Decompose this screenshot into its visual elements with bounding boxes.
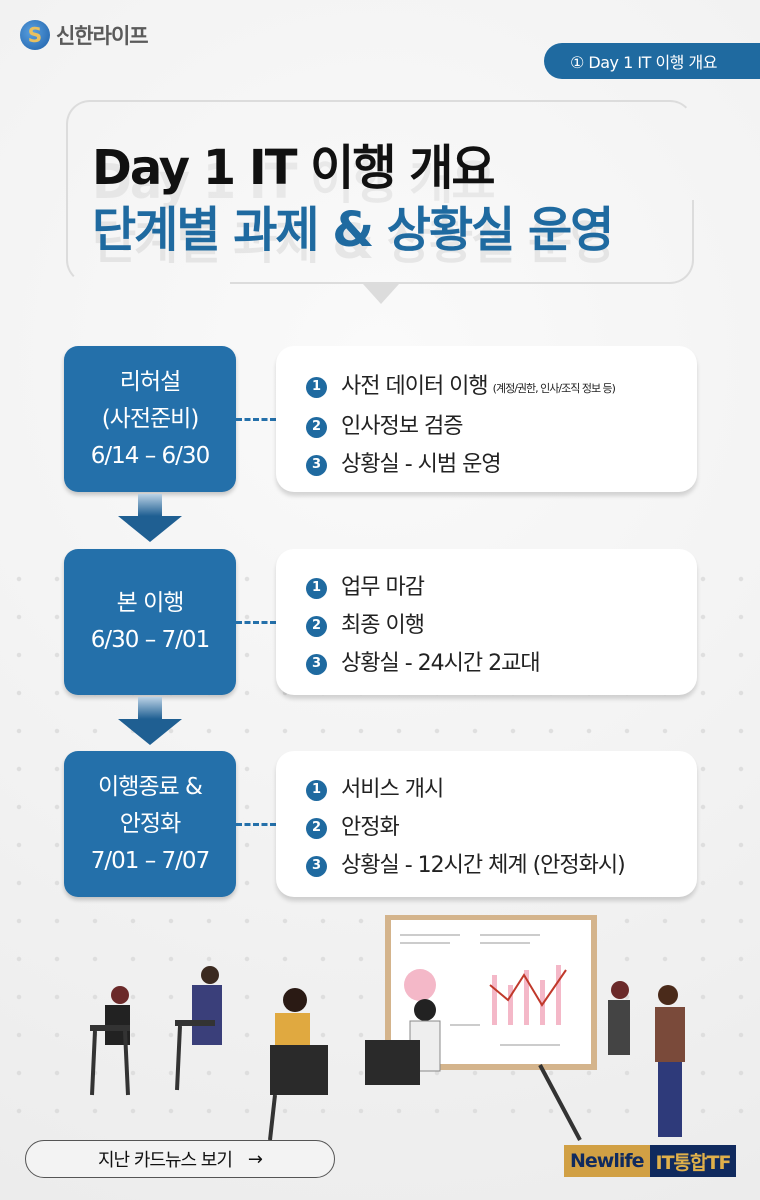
stage-label: 리허설 (119, 368, 181, 395)
page-subtitle: 단계별 과제 & 상황실 운영 (92, 202, 614, 258)
stage-label: 이행종료 & (98, 773, 203, 800)
connector (236, 418, 276, 421)
task-text: 최종 이행 (341, 613, 425, 638)
task-text: 안정화 (341, 815, 400, 840)
task-card: 1 서비스 개시 2 안정화 3 상황실 - 12시간 체계 (안정화시) (276, 751, 697, 897)
frame-pointer (363, 284, 399, 304)
task-item: 2 최종 이행 (306, 607, 697, 645)
page-title: Day 1 IT 이행 개요 (92, 140, 496, 196)
tf-logo-it: IT통합TF (649, 1145, 737, 1177)
task-text: 상황실 - 12시간 체계 (안정화시) (341, 853, 626, 878)
section-badge: ① Day 1 IT 이행 개요 (544, 43, 760, 79)
arrow-right-icon: → (247, 1148, 263, 1170)
tf-logo-newlife: Newlife (564, 1145, 650, 1177)
meeting-illustration (90, 915, 685, 1141)
task-card: 1 사전 데이터 이행(계정/권한, 인사/조직 정보 등) 2 인사정보 검증 3… (276, 346, 697, 492)
stage-label: (사전준비) (101, 405, 200, 432)
task-item: 1 업무 마감 (306, 569, 697, 607)
task-item: 3 상황실 - 24시간 2교대 (306, 645, 697, 683)
down-arrow-icon (118, 494, 182, 542)
title-frame (66, 100, 694, 284)
stage-dates: 6/14 – 6/30 (90, 442, 210, 469)
task-item: 3 상황실 - 시범 운영 (306, 446, 697, 484)
title-frame (230, 200, 694, 284)
newlife-it-tf-logo: Newlife IT통합TF (564, 1145, 737, 1177)
stage-rehearsal: 리허설 (사전준비) 6/14 – 6/30 (64, 346, 236, 492)
number-badge: 3 (306, 855, 327, 877)
stage-label: 안정화 (119, 810, 181, 837)
stage-dates: 7/01 – 7/07 (90, 847, 210, 874)
number-badge: 2 (306, 615, 327, 637)
task-item: 1 사전 데이터 이행(계정/권한, 인사/조직 정보 등) (306, 366, 697, 408)
task-text: 인사정보 검증 (341, 414, 463, 439)
task-item: 3 상황실 - 12시간 체계 (안정화시) (306, 847, 697, 885)
down-arrow-icon (118, 697, 182, 745)
back-label: 지난 카드뉴스 보기 (97, 1150, 233, 1171)
task-item: 1 서비스 개시 (306, 771, 697, 809)
task-text: 서비스 개시 (341, 777, 444, 802)
task-card: 1 업무 마감 2 최종 이행 3 상황실 - 24시간 2교대 (276, 549, 697, 695)
number-badge: 1 (306, 376, 327, 398)
number-badge: 2 (306, 817, 327, 839)
task-text: 업무 마감 (341, 575, 425, 600)
brand-logo: S 신한라이프 (20, 20, 149, 50)
task-note: (계정/권한, 인사/조직 정보 등) (492, 382, 616, 395)
stage-label: 본 이행 (116, 590, 185, 616)
task-item: 2 인사정보 검증 (306, 408, 697, 446)
number-badge: 3 (306, 454, 327, 476)
task-text: 사전 데이터 이행 (341, 374, 489, 399)
task-text: 상황실 - 24시간 2교대 (341, 651, 541, 676)
logo-text: 신한라이프 (56, 24, 149, 48)
stage-stabilization: 이행종료 & 안정화 7/01 – 7/07 (64, 751, 236, 897)
number-badge: 1 (306, 779, 327, 801)
number-badge: 1 (306, 577, 327, 599)
connector (236, 823, 276, 826)
task-item: 2 안정화 (306, 809, 697, 847)
task-text: 상황실 - 시범 운영 (341, 452, 502, 477)
stage-main-migration: 본 이행 6/30 – 7/01 (64, 549, 236, 695)
shinhan-logo-icon: S (20, 20, 50, 50)
stage-dates: 6/30 – 7/01 (90, 627, 210, 653)
past-cardnews-button[interactable]: 지난 카드뉴스 보기 → (25, 1140, 335, 1178)
number-badge: 2 (306, 416, 327, 438)
number-badge: 3 (306, 653, 327, 675)
connector (236, 621, 276, 624)
